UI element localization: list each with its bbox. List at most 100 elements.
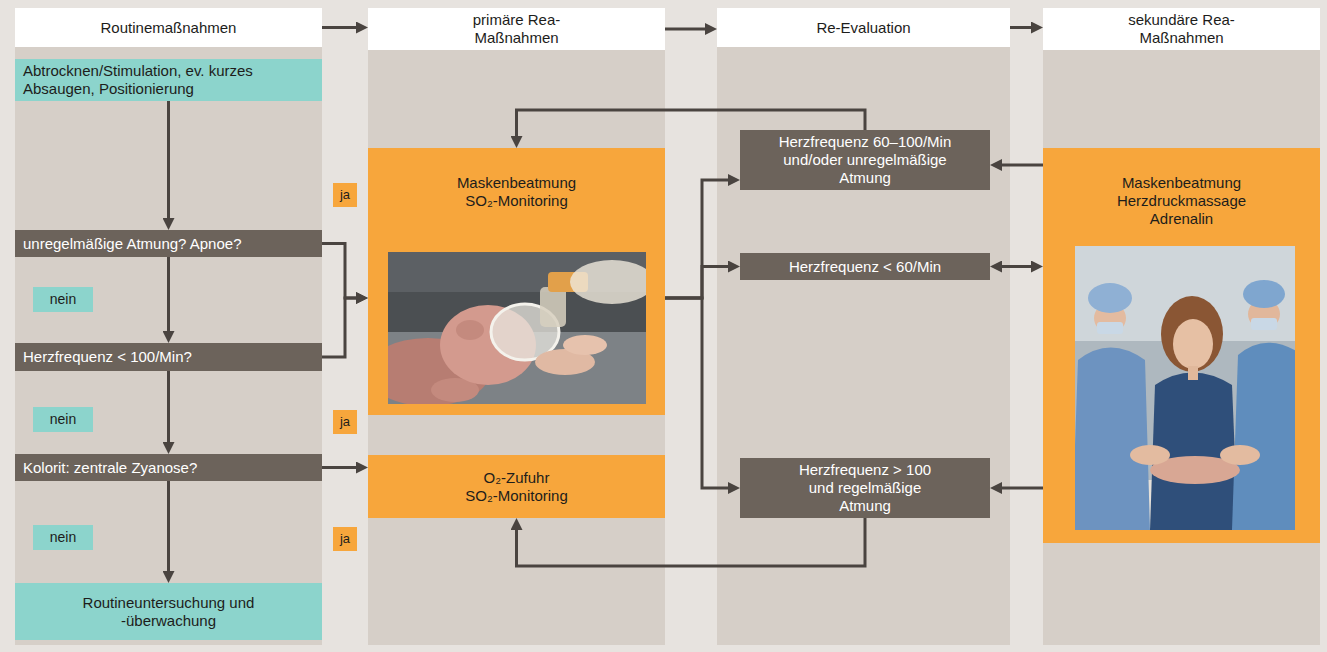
header-box: primäre Rea-Maßnahmen	[368, 8, 665, 50]
node-text: Adrenalin	[1150, 210, 1213, 228]
node-text: Maskenbeatmung	[1122, 174, 1241, 192]
header-box: sekundäre Rea-Maßnahmen	[1043, 8, 1320, 50]
node-text: primäre Rea-Maßnahmen	[452, 11, 582, 47]
photo-illustration-part	[1130, 445, 1170, 465]
node-text: ja	[340, 187, 350, 203]
evaluation-box: Herzfrequenz < 60/Min	[740, 253, 990, 280]
node-text: nein	[50, 529, 76, 546]
measure-box: MaskenbeatmungHerzdruckmassageAdrenalin	[1043, 148, 1320, 543]
connector-arrow	[665, 298, 734, 488]
photo-illustration-part	[1248, 299, 1280, 329]
connector-arrow	[322, 26, 362, 29]
connector-arrow	[665, 180, 734, 298]
photo-illustration-part	[1075, 348, 1150, 531]
node-text: nein	[50, 291, 76, 308]
evaluation-box: Herzfrequenz > 100 und regelmäßige Atmun…	[740, 458, 990, 518]
connector-arrow	[517, 518, 866, 566]
node-text: sekundäre Rea-Maßnahmen	[1112, 11, 1252, 47]
photo-illustration-part	[1161, 296, 1223, 372]
connector-arrow	[996, 265, 1037, 268]
node-text: O₂-Zufuhr	[484, 469, 550, 487]
connector-arrow	[167, 481, 170, 577]
photo-illustration-part	[388, 252, 646, 292]
photo-illustration-part	[1188, 366, 1198, 380]
node-text: Herzdruckmassage	[1117, 192, 1246, 210]
node-text: nein	[50, 411, 76, 428]
column-band-part	[15, 8, 322, 645]
connector-arrow	[665, 267, 734, 299]
connector-arrow	[167, 101, 170, 224]
node-text: Routineuntersuchung und -überwachung	[69, 594, 269, 630]
photo-illustration-part	[1097, 322, 1123, 334]
photo-illustration-part	[440, 305, 536, 385]
connector-arrow	[167, 371, 170, 448]
node-text: Re-Evaluation	[816, 19, 910, 37]
node-text: SO₂-Monitoring	[465, 192, 568, 210]
photo-illustration-part	[1075, 246, 1295, 530]
node-text: unregelmäßige Atmung? Apnoe?	[23, 235, 242, 253]
decision-box: Herzfrequenz < 100/Min?	[15, 343, 322, 371]
decision-box: Kolorit: zentrale Zyanose?	[15, 454, 322, 481]
measure-box: MaskenbeatmungSO₂-Monitoring	[368, 148, 665, 415]
photo-illustration-part	[570, 260, 646, 304]
node-text: Kolorit: zentrale Zyanose?	[23, 459, 197, 477]
node-text: Herzfrequenz < 60/Min	[789, 258, 941, 276]
answer-tag: ja	[333, 527, 357, 551]
photo-illustration-part	[548, 272, 588, 292]
photo-illustration-part	[1075, 480, 1295, 530]
photo-illustration-part	[1150, 373, 1238, 531]
decision-box: unregelmäßige Atmung? Apnoe?	[15, 230, 322, 257]
photo-illustration-part	[431, 378, 479, 402]
photo-illustration-part	[1075, 246, 1295, 341]
answer-tag: nein	[33, 407, 93, 432]
photo-illustration-part	[388, 338, 490, 404]
node-text: Herzfrequenz > 100 und regelmäßige Atmun…	[785, 461, 945, 515]
node-text: Routinemaßnahmen	[101, 19, 237, 37]
node-text: SO₂-Monitoring	[465, 487, 568, 505]
answer-tag: ja	[333, 410, 357, 434]
header-box: Routinemaßnahmen	[15, 8, 322, 47]
connector-arrow	[1010, 26, 1037, 29]
connector-arrow	[322, 466, 362, 469]
node-text: Herzfrequenz < 100/Min?	[23, 348, 192, 366]
photo-illustration-part	[1150, 456, 1240, 484]
connector-arrow	[996, 164, 1043, 167]
connector-arrow	[665, 28, 711, 31]
photo-illustration-part	[1075, 246, 1295, 530]
photo-illustration-part	[456, 320, 484, 340]
header-box: Re-Evaluation	[717, 8, 1010, 47]
node-text: Herzfrequenz 60–100/Min und/oder unregel…	[775, 133, 955, 187]
connector-arrow	[322, 298, 362, 357]
action-box: Routineuntersuchung und -überwachung	[15, 583, 322, 640]
photo-illustration-part	[1243, 280, 1285, 308]
photo-illustration-part	[535, 349, 595, 375]
photo-illustration-part	[1232, 343, 1295, 530]
photo-illustration-part	[540, 287, 566, 327]
photo-illustration-part	[388, 332, 646, 404]
evaluation-box: Herzfrequenz 60–100/Min und/oder unregel…	[740, 130, 990, 190]
photo-illustration-part	[563, 335, 607, 355]
connector-arrow	[996, 487, 1043, 490]
answer-tag: ja	[333, 183, 357, 207]
photo-illustration-part	[1094, 303, 1126, 333]
answer-tag: nein	[33, 525, 93, 550]
connector-arrow	[167, 257, 170, 337]
photo-illustration-part	[1220, 445, 1260, 465]
photo-illustration-part	[388, 252, 646, 404]
photo-illustration-part	[1088, 283, 1132, 313]
node-text: ja	[340, 531, 350, 547]
node-text: Maskenbeatmung	[457, 174, 576, 192]
connector-arrow	[322, 244, 362, 299]
node-text: ja	[340, 414, 350, 430]
photo-illustration-part	[1173, 319, 1213, 369]
photo-illustration-part	[388, 252, 646, 404]
action-box: Abtrocknen/Stimulation, ev. kurzes Absau…	[15, 59, 322, 101]
column-band-part	[1043, 8, 1320, 645]
node-text: Abtrocknen/Stimulation, ev. kurzes Absau…	[23, 62, 314, 98]
photo-illustration-part	[491, 304, 559, 360]
photo-illustration-part	[1251, 318, 1277, 330]
answer-tag: nein	[33, 287, 93, 312]
measure-box: O₂-ZufuhrSO₂-Monitoring	[368, 455, 665, 518]
